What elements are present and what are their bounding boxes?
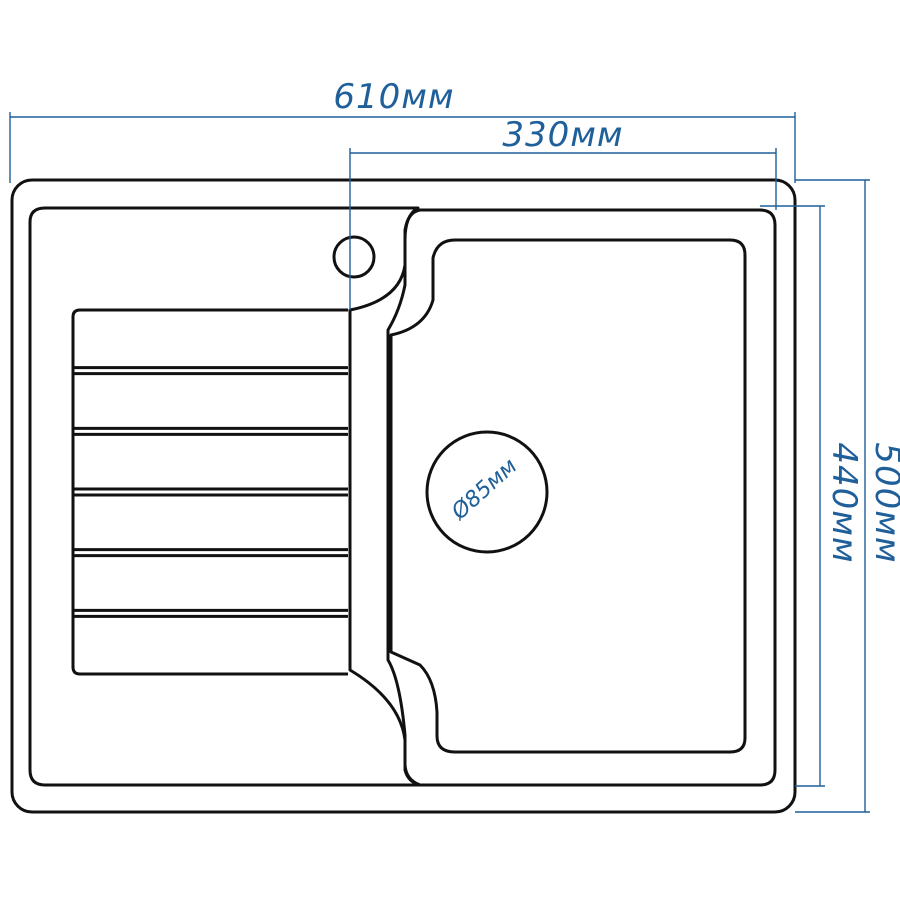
dimension-total-width: 610мм <box>9 77 796 183</box>
sink-outer-edge <box>10 178 797 814</box>
dimension-bowl-depth: 440мм <box>760 205 864 787</box>
drain-diameter-label: Ø85мм <box>446 454 522 526</box>
drainer-grooves <box>73 366 348 618</box>
bowl-outer-edge <box>386 208 777 787</box>
tap-hole <box>332 235 376 279</box>
drainer-frame <box>71 308 348 676</box>
total-width-label: 610мм <box>333 77 454 117</box>
bowl-width-label: 330мм <box>502 115 623 155</box>
dimension-bowl-width: 330мм <box>349 115 777 310</box>
dimension-total-depth: 500мм <box>795 179 900 813</box>
drainer-board <box>71 308 348 676</box>
bowl-inner-basin <box>389 238 747 754</box>
bowl-depth-label: 440мм <box>824 442 864 563</box>
total-depth-label: 500мм <box>867 442 900 563</box>
drain-hole <box>425 430 549 554</box>
